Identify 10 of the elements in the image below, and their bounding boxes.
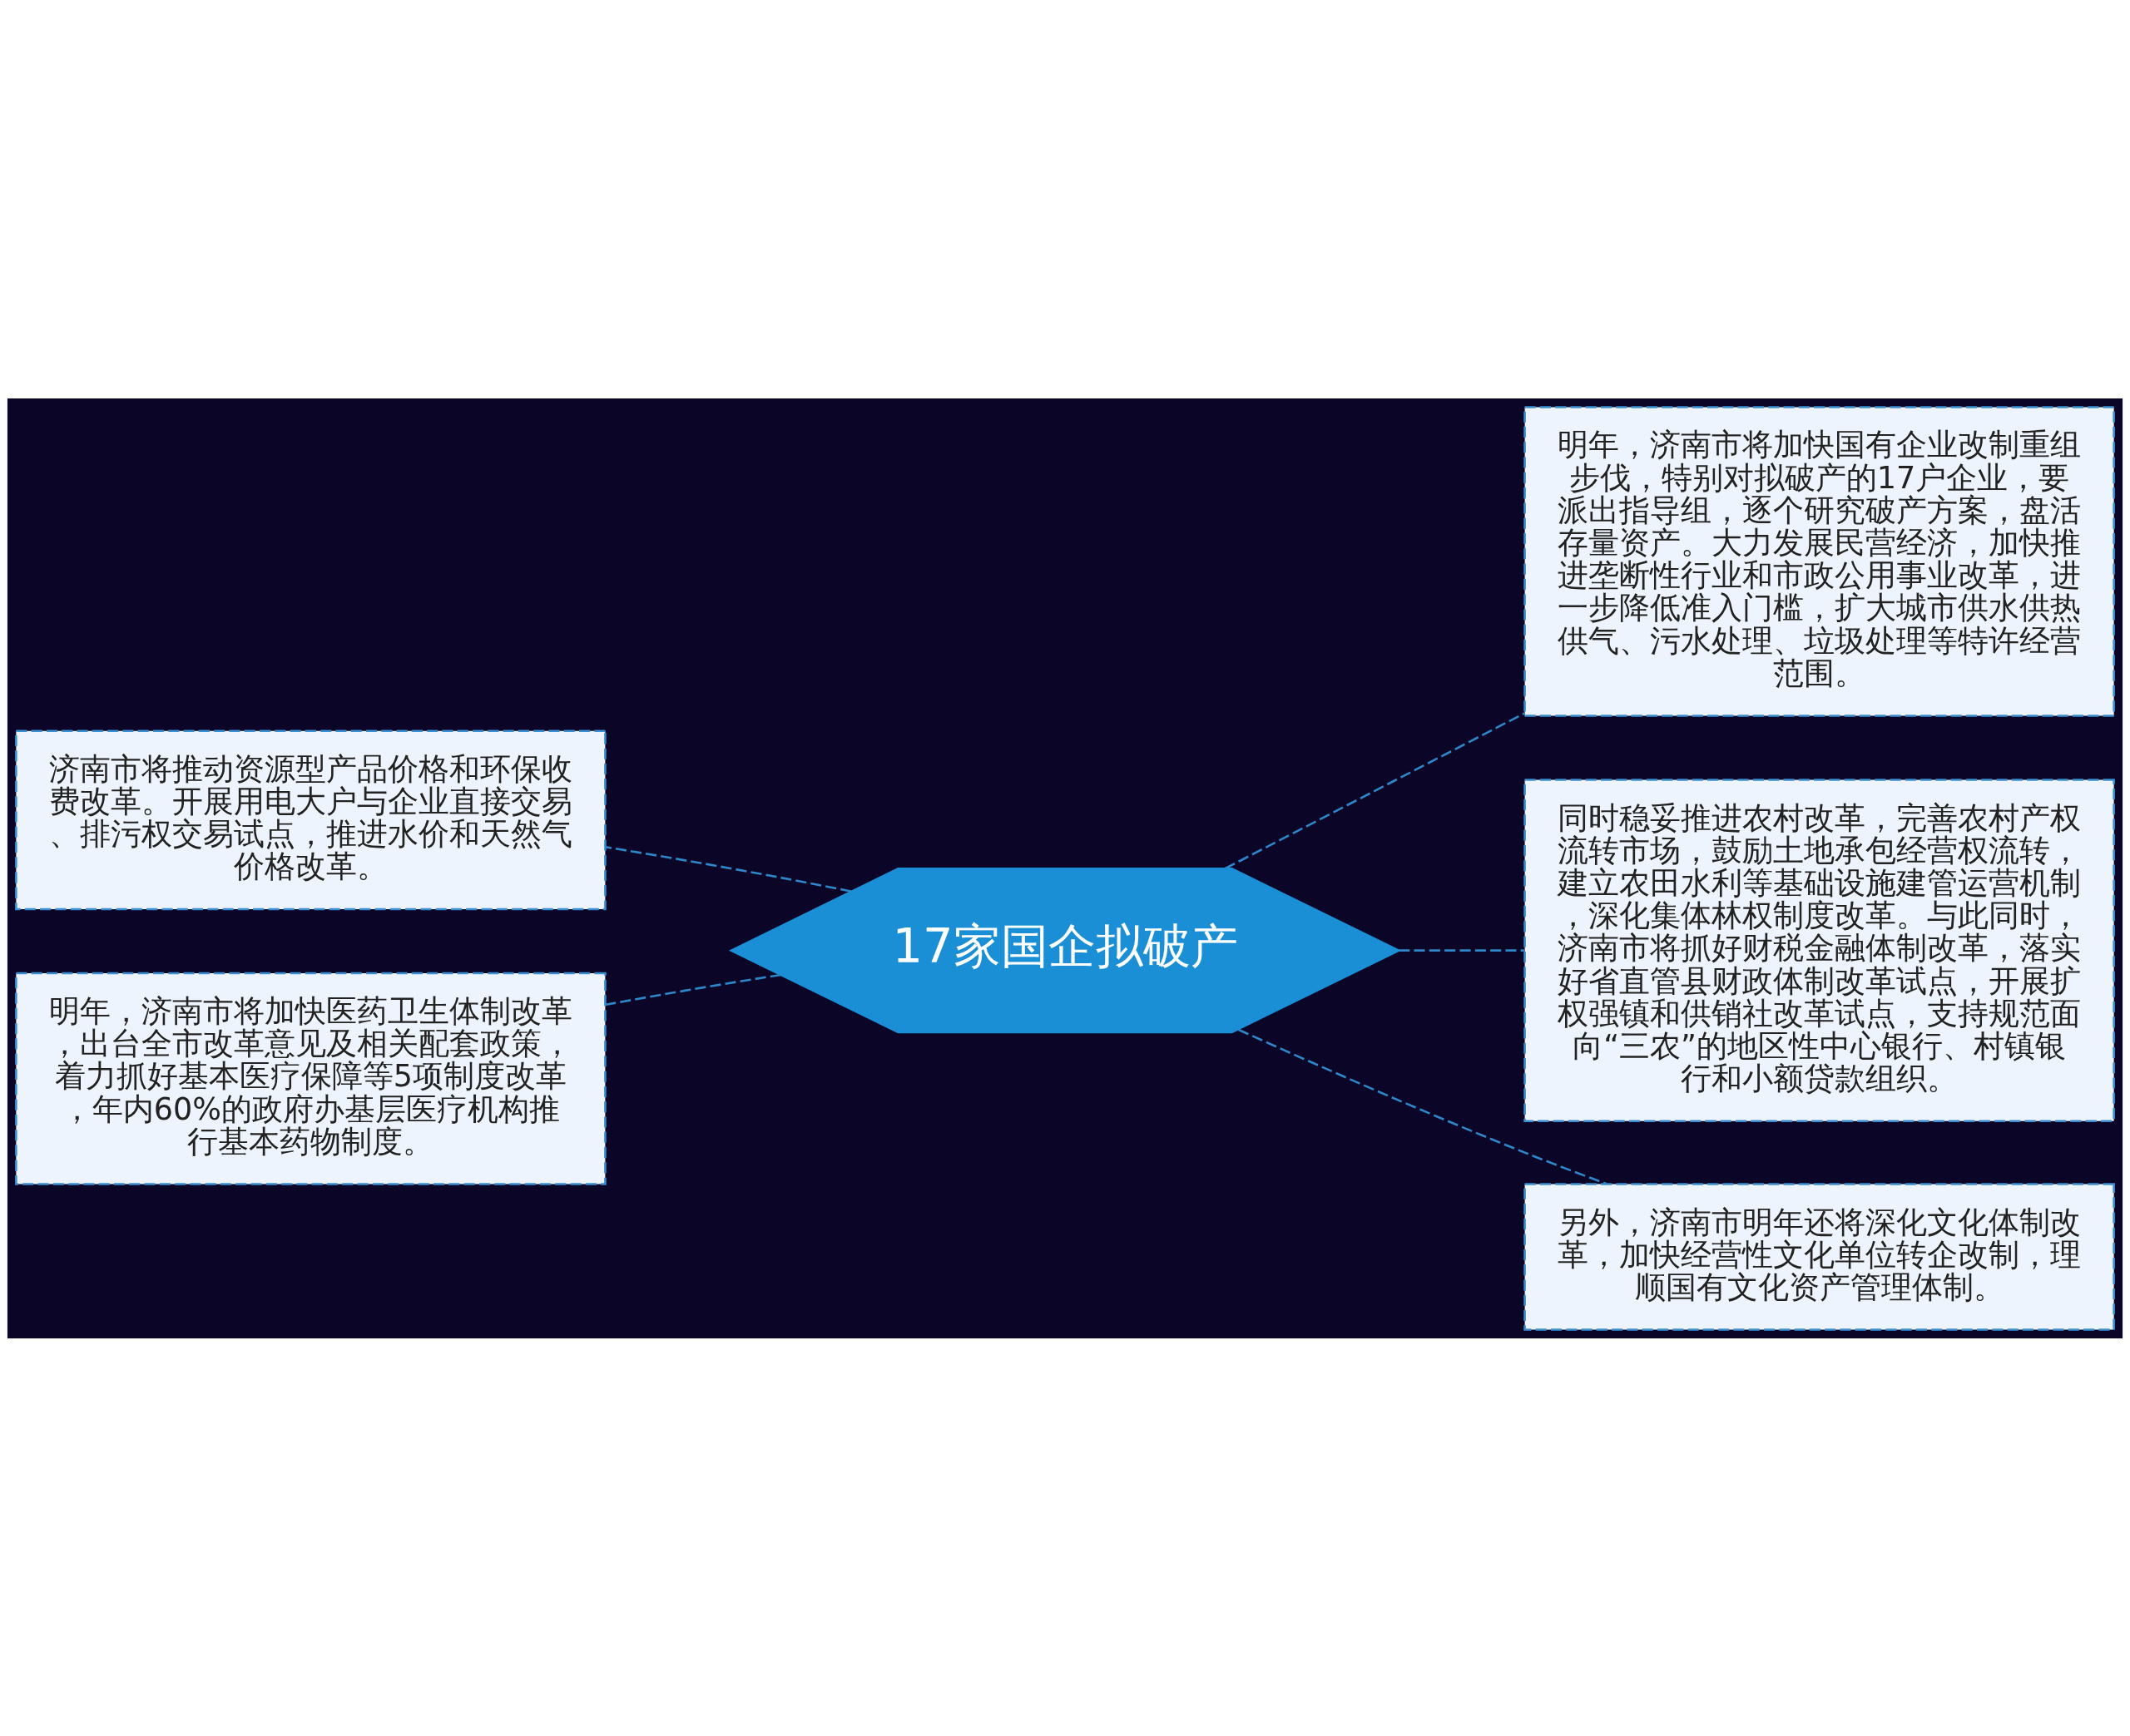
connector bbox=[606, 973, 781, 1006]
node-box: 另外，济南市明年还将深化文化体制改革，加快经营性文化单位转企改制，理顺国有文化资产管理体制。 bbox=[1523, 1182, 2115, 1331]
node-box: 明年，济南市将加快国有企业改制重组步伐，特别对拟破产的17户企业，要派出指导组，逐个研究破产方案，盘活存量资产。大力发展民营经济，加快推进垄断性行业和市政公用事业改革，进一步降低准入门槛，扩大城市供水供热供气、污水处理、垃圾处理等特许经营范围。 bbox=[1523, 405, 2115, 717]
connector bbox=[606, 845, 852, 893]
connector bbox=[1399, 948, 1524, 952]
node-box: 同时稳妥推进农村改革，完善农村产权流转市场，鼓励土地承包经营权流转，建立农田水利等基础设施建管运营机制，深化集体林权制度改革。与此同时，济南市将抓好财税金融体制改革，落实好省直管县财政体制改革试点，开展扩权强镇和供销社改革试点，支持规范面向“三农”的地区性中心银行、村镇银行和小额贷款组织。 bbox=[1523, 778, 2115, 1122]
node-box: 济南市将推动资源型产品价格和环保收费改革。开展用电大户与企业直接交易、排污权交易试点，推进水价和天然气价格改革。 bbox=[15, 729, 607, 910]
connector bbox=[1238, 1028, 1607, 1185]
connector bbox=[1225, 711, 1525, 869]
node-box: 明年，济南市将加快医药卫生体制改革，出台全市改革意见及相关配套政策，着力抓好基本医疗保障等5项制度改革，年内60%的政府办基层医疗机构推行基本药物制度。 bbox=[15, 972, 607, 1185]
